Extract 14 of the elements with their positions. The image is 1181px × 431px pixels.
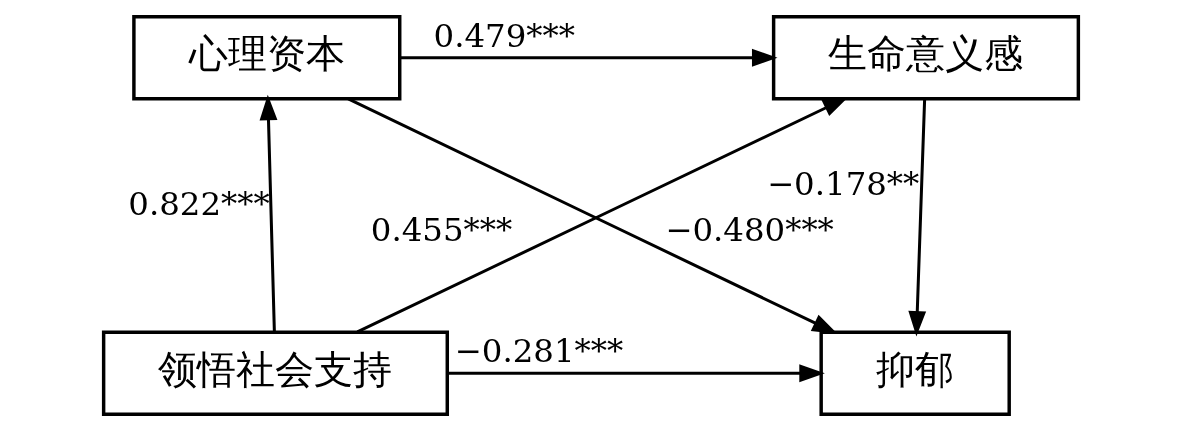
arrow [447,364,825,383]
edge-label: 0.822*** [127,184,270,223]
edge-label: −0.480*** [664,210,834,249]
arrow [399,48,777,67]
edge-label: 0.479*** [433,16,575,55]
node-box: 领悟社会支持 [101,330,449,417]
edge-label: 0.455*** [370,210,512,249]
edge-label: −0.281*** [454,332,623,371]
arrow [259,94,277,333]
edge-label: −0.178** [766,164,919,203]
node-box: 心理资本 [131,14,401,101]
arrow [907,99,926,337]
node-box: 抑郁 [818,330,1011,417]
node-box: 生命意义感 [771,14,1080,101]
